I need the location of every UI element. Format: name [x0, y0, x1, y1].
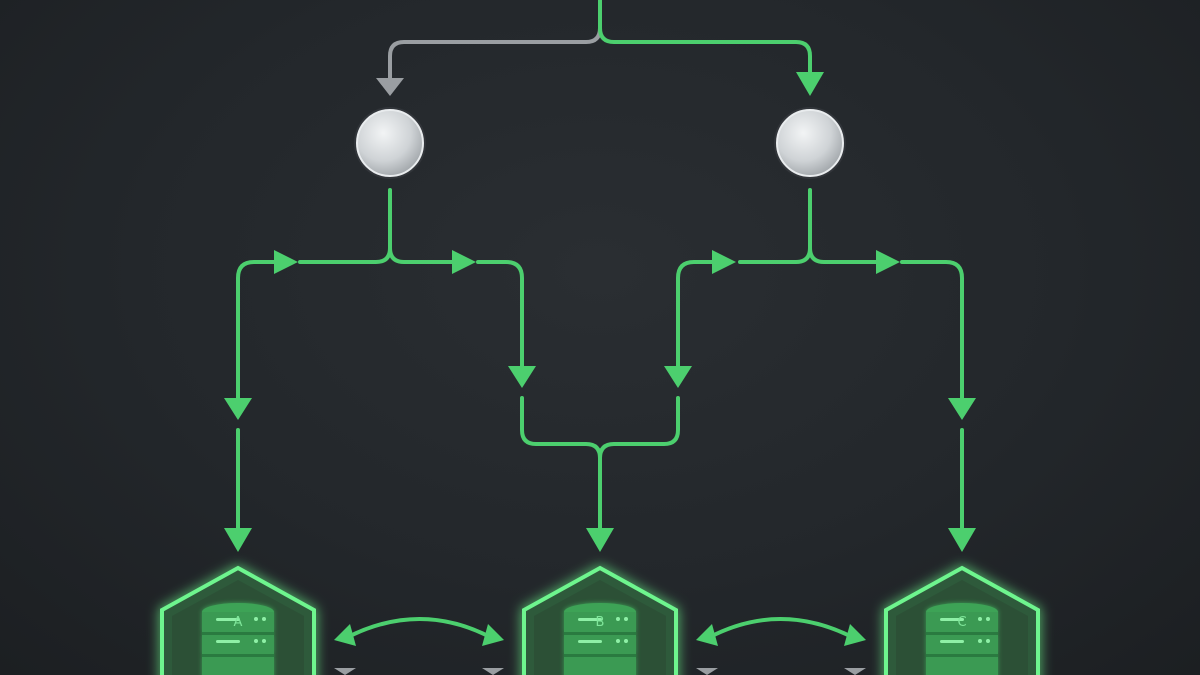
database-label: B: [596, 615, 605, 630]
connector-left-router-right: [388, 246, 457, 264]
arrow-left-branch-right: [452, 250, 476, 274]
connector-left-router-down: [298, 188, 392, 264]
arrow-ab-return-right: [482, 668, 504, 675]
connector-right-branch-to-c: [900, 260, 964, 400]
arrow-into-a: [224, 528, 252, 552]
arrow-left-router-in: [376, 78, 404, 96]
connector-a-b-arc: [344, 617, 494, 640]
arrow-merge-right: [664, 366, 692, 388]
arrow-bc-right: [844, 624, 866, 646]
arrow-ab-return-left: [334, 668, 356, 675]
connector-top-to-left-router: [388, 0, 602, 86]
arrow-right-branch-right: [876, 250, 900, 274]
arrow-bc-return-left: [696, 668, 718, 675]
arrow-right-router-in: [796, 72, 824, 96]
connector-top-to-right-router: [598, 0, 812, 86]
arrow-right-branch-left: [712, 250, 736, 274]
arrow-a-mid: [224, 398, 252, 420]
arrow-left-branch-left: [274, 250, 298, 274]
arrow-into-b: [586, 528, 614, 552]
database-icon: [926, 603, 998, 675]
connector-lines: [236, 0, 964, 640]
database-node-c: C: [884, 565, 1040, 675]
router-node-left: [354, 107, 426, 179]
arrow-into-c: [948, 528, 976, 552]
arrow-bc-return-right: [844, 668, 866, 675]
arrowheads: [224, 72, 976, 675]
database-icon: [202, 603, 274, 675]
database-node-a: A: [160, 565, 316, 675]
arrow-ab-right: [482, 624, 504, 646]
connector-left-branch-to-merge: [476, 260, 524, 368]
connector-right-branch-to-merge: [676, 260, 718, 368]
connector-left-branch-to-a: [236, 260, 280, 400]
connector-right-router-left: [738, 188, 812, 264]
connector-b-c-arc: [706, 617, 856, 640]
database-icon: [564, 603, 636, 675]
connector-merge-to-b: [520, 396, 680, 532]
arrow-merge-left: [508, 366, 536, 388]
arrow-bc-left: [696, 624, 718, 646]
database-label: C: [957, 615, 966, 630]
arrow-ab-left: [334, 624, 356, 646]
arrow-c-mid: [948, 398, 976, 420]
router-node-right: [774, 107, 846, 179]
database-node-b: B: [522, 565, 678, 675]
database-label: A: [234, 615, 243, 630]
connector-right-router-right: [808, 246, 878, 264]
